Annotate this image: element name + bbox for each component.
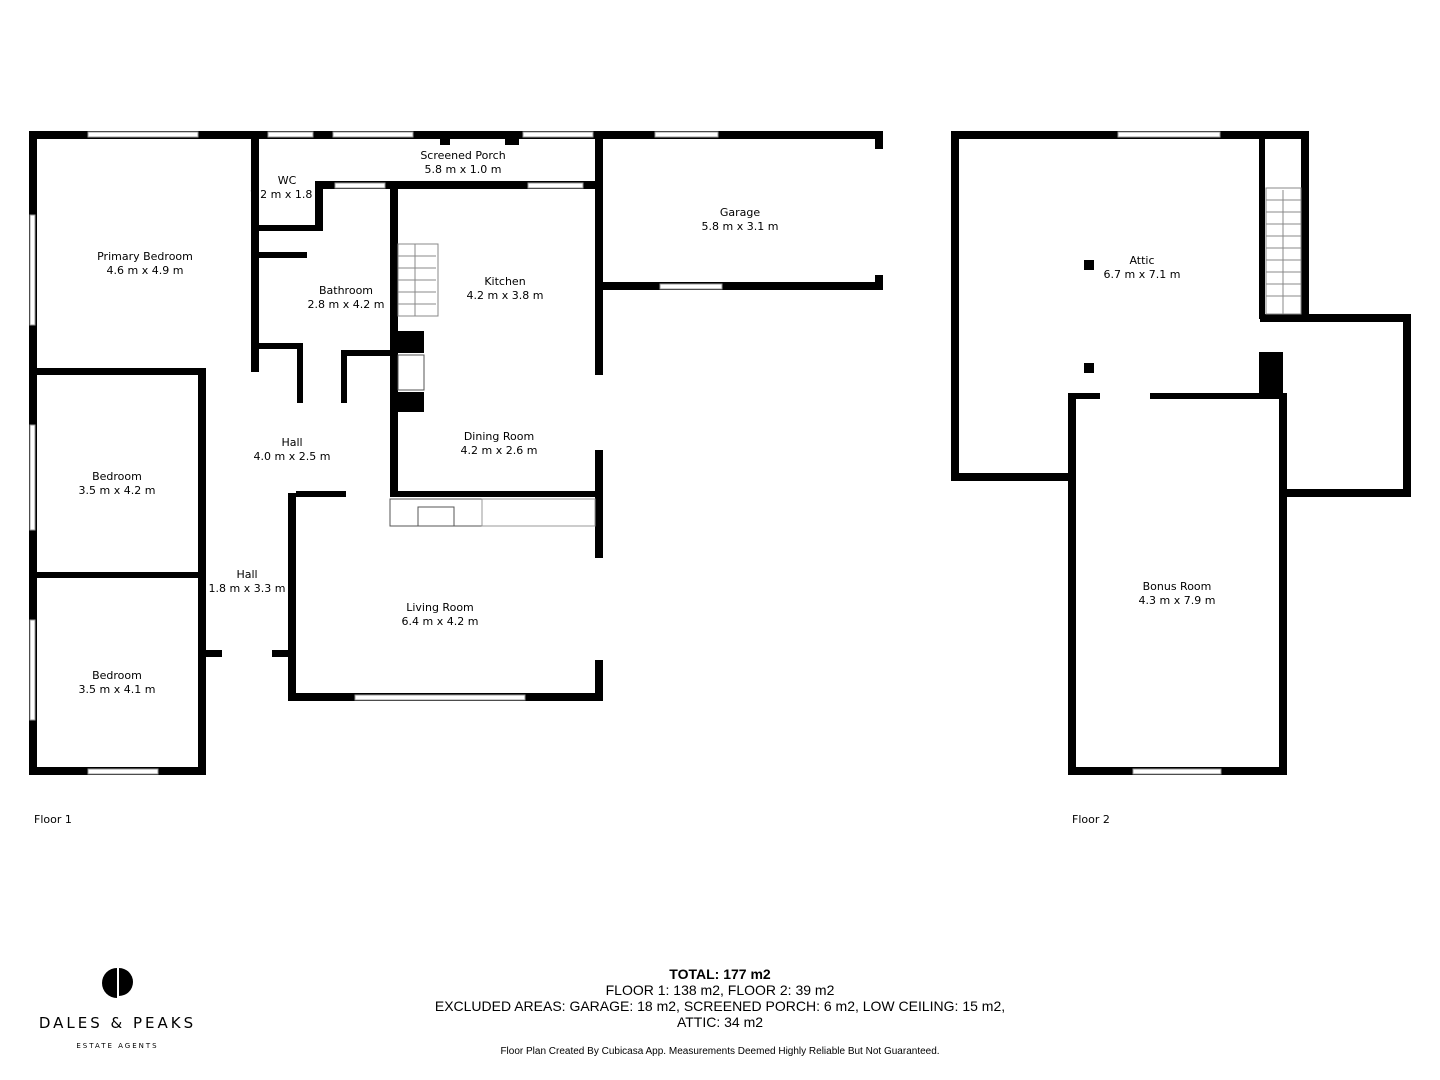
total-area: TOTAL: 177 m2: [669, 966, 771, 982]
floor-areas: FLOOR 1: 138 m2, FLOOR 2: 39 m2: [605, 982, 835, 998]
logo-subtitle: ESTATE AGENTS: [76, 1042, 159, 1050]
room-size: 4.3 m x 7.9 m: [1139, 594, 1216, 607]
room-name: Hall: [236, 568, 257, 581]
room-name: Screened Porch: [420, 149, 505, 162]
logo-mark-icon: [101, 968, 133, 998]
room-size: 4.2 m x 3.8 m: [467, 289, 544, 302]
excluded-areas-cont: ATTIC: 34 m2: [676, 1014, 764, 1030]
room-name: WC: [278, 174, 297, 187]
room-size: 4.6 m x 4.9 m: [107, 264, 184, 277]
room-size: 5.8 m x 1.0 m: [425, 163, 502, 176]
floor1-walls: [29, 131, 883, 775]
room-labels: Primary Bedroom 4.6 m x 4.9 m WC 1.2 m x…: [34, 149, 1215, 826]
room-name: Hall: [281, 436, 302, 449]
room-size: 3.5 m x 4.2 m: [79, 484, 156, 497]
room-name: Attic: [1129, 254, 1154, 267]
room-name: Bedroom: [92, 470, 142, 483]
room-name: Garage: [720, 206, 761, 219]
room-size: 5.8 m x 3.1 m: [702, 220, 779, 233]
room-name: Bonus Room: [1143, 580, 1212, 593]
room-size: 4.2 m x 2.6 m: [461, 444, 538, 457]
room-size: 3.5 m x 4.1 m: [79, 683, 156, 696]
room-name: Primary Bedroom: [97, 250, 193, 263]
floor1-label: Floor 1: [34, 813, 72, 826]
room-size: 4.0 m x 2.5 m: [254, 450, 331, 463]
room-size: 6.7 m x 7.1 m: [1104, 268, 1181, 281]
room-name: Bathroom: [319, 284, 373, 297]
room-size: 6.4 m x 4.2 m: [402, 615, 479, 628]
staircase: [397, 243, 439, 317]
room-name: Dining Room: [464, 430, 534, 443]
company-logo: DALES & PEAKS ESTATE AGENTS: [30, 966, 205, 1050]
room-name: Kitchen: [484, 275, 525, 288]
room-size: 1.8 m x 3.3 m: [209, 582, 286, 595]
attic-staircase: [1265, 187, 1302, 315]
area-summary: TOTAL: 177 m2 FLOOR 1: 138 m2, FLOOR 2: …: [400, 966, 1040, 1060]
room-name: Living Room: [406, 601, 474, 614]
excluded-areas: EXCLUDED AREAS: GARAGE: 18 m2, SCREENED …: [434, 998, 1006, 1014]
room-name: Bedroom: [92, 669, 142, 682]
fireplace: [389, 354, 596, 527]
credit-note: Floor Plan Created By Cubicasa App. Meas…: [500, 1046, 940, 1057]
logo-name: DALES & PEAKS: [38, 1014, 197, 1032]
room-size: 2.8 m x 4.2 m: [308, 298, 385, 311]
floor2-walls: [951, 131, 1411, 775]
floor2-label: Floor 2: [1072, 813, 1110, 826]
room-size: 1.2 m x 1.8: [250, 188, 313, 201]
